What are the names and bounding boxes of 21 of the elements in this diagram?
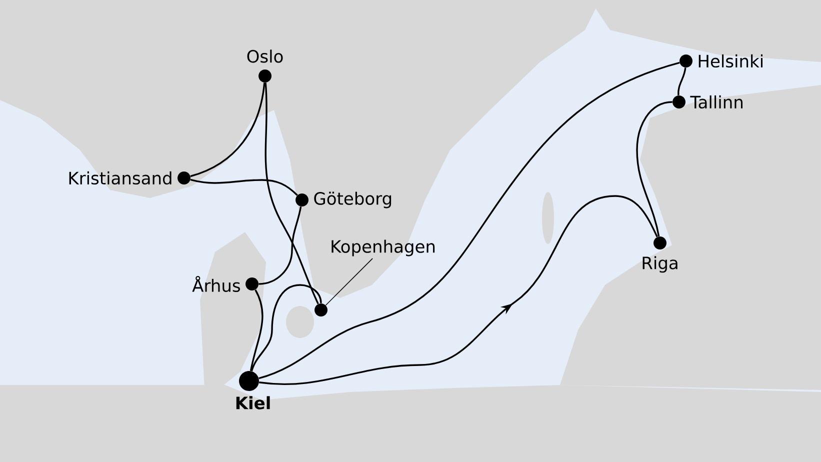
- leader-line: [325, 258, 373, 306]
- city-dot: [314, 303, 328, 316]
- city-label: Kopenhagen: [332, 240, 435, 256]
- city-label: Kiel: [236, 396, 270, 410]
- route-line: [258, 62, 680, 380]
- city-label: Kristiansand: [69, 171, 172, 185]
- route-line: [636, 101, 672, 237]
- route-line: [190, 82, 266, 178]
- route-line: [258, 206, 302, 285]
- city-label: Oslo: [247, 50, 283, 63]
- route-line: [250, 289, 264, 372]
- city-label: Helsinki: [698, 54, 762, 68]
- route-line: [678, 68, 686, 96]
- route-line: [264, 82, 319, 304]
- route-line: [250, 284, 322, 372]
- route-line: [190, 178, 298, 196]
- route-line: [259, 195, 658, 385]
- city-label: Tallinn: [690, 95, 742, 109]
- city-label: Århus: [192, 276, 240, 292]
- city-label: Göteborg: [314, 192, 392, 208]
- city-label: Riga: [642, 256, 678, 273]
